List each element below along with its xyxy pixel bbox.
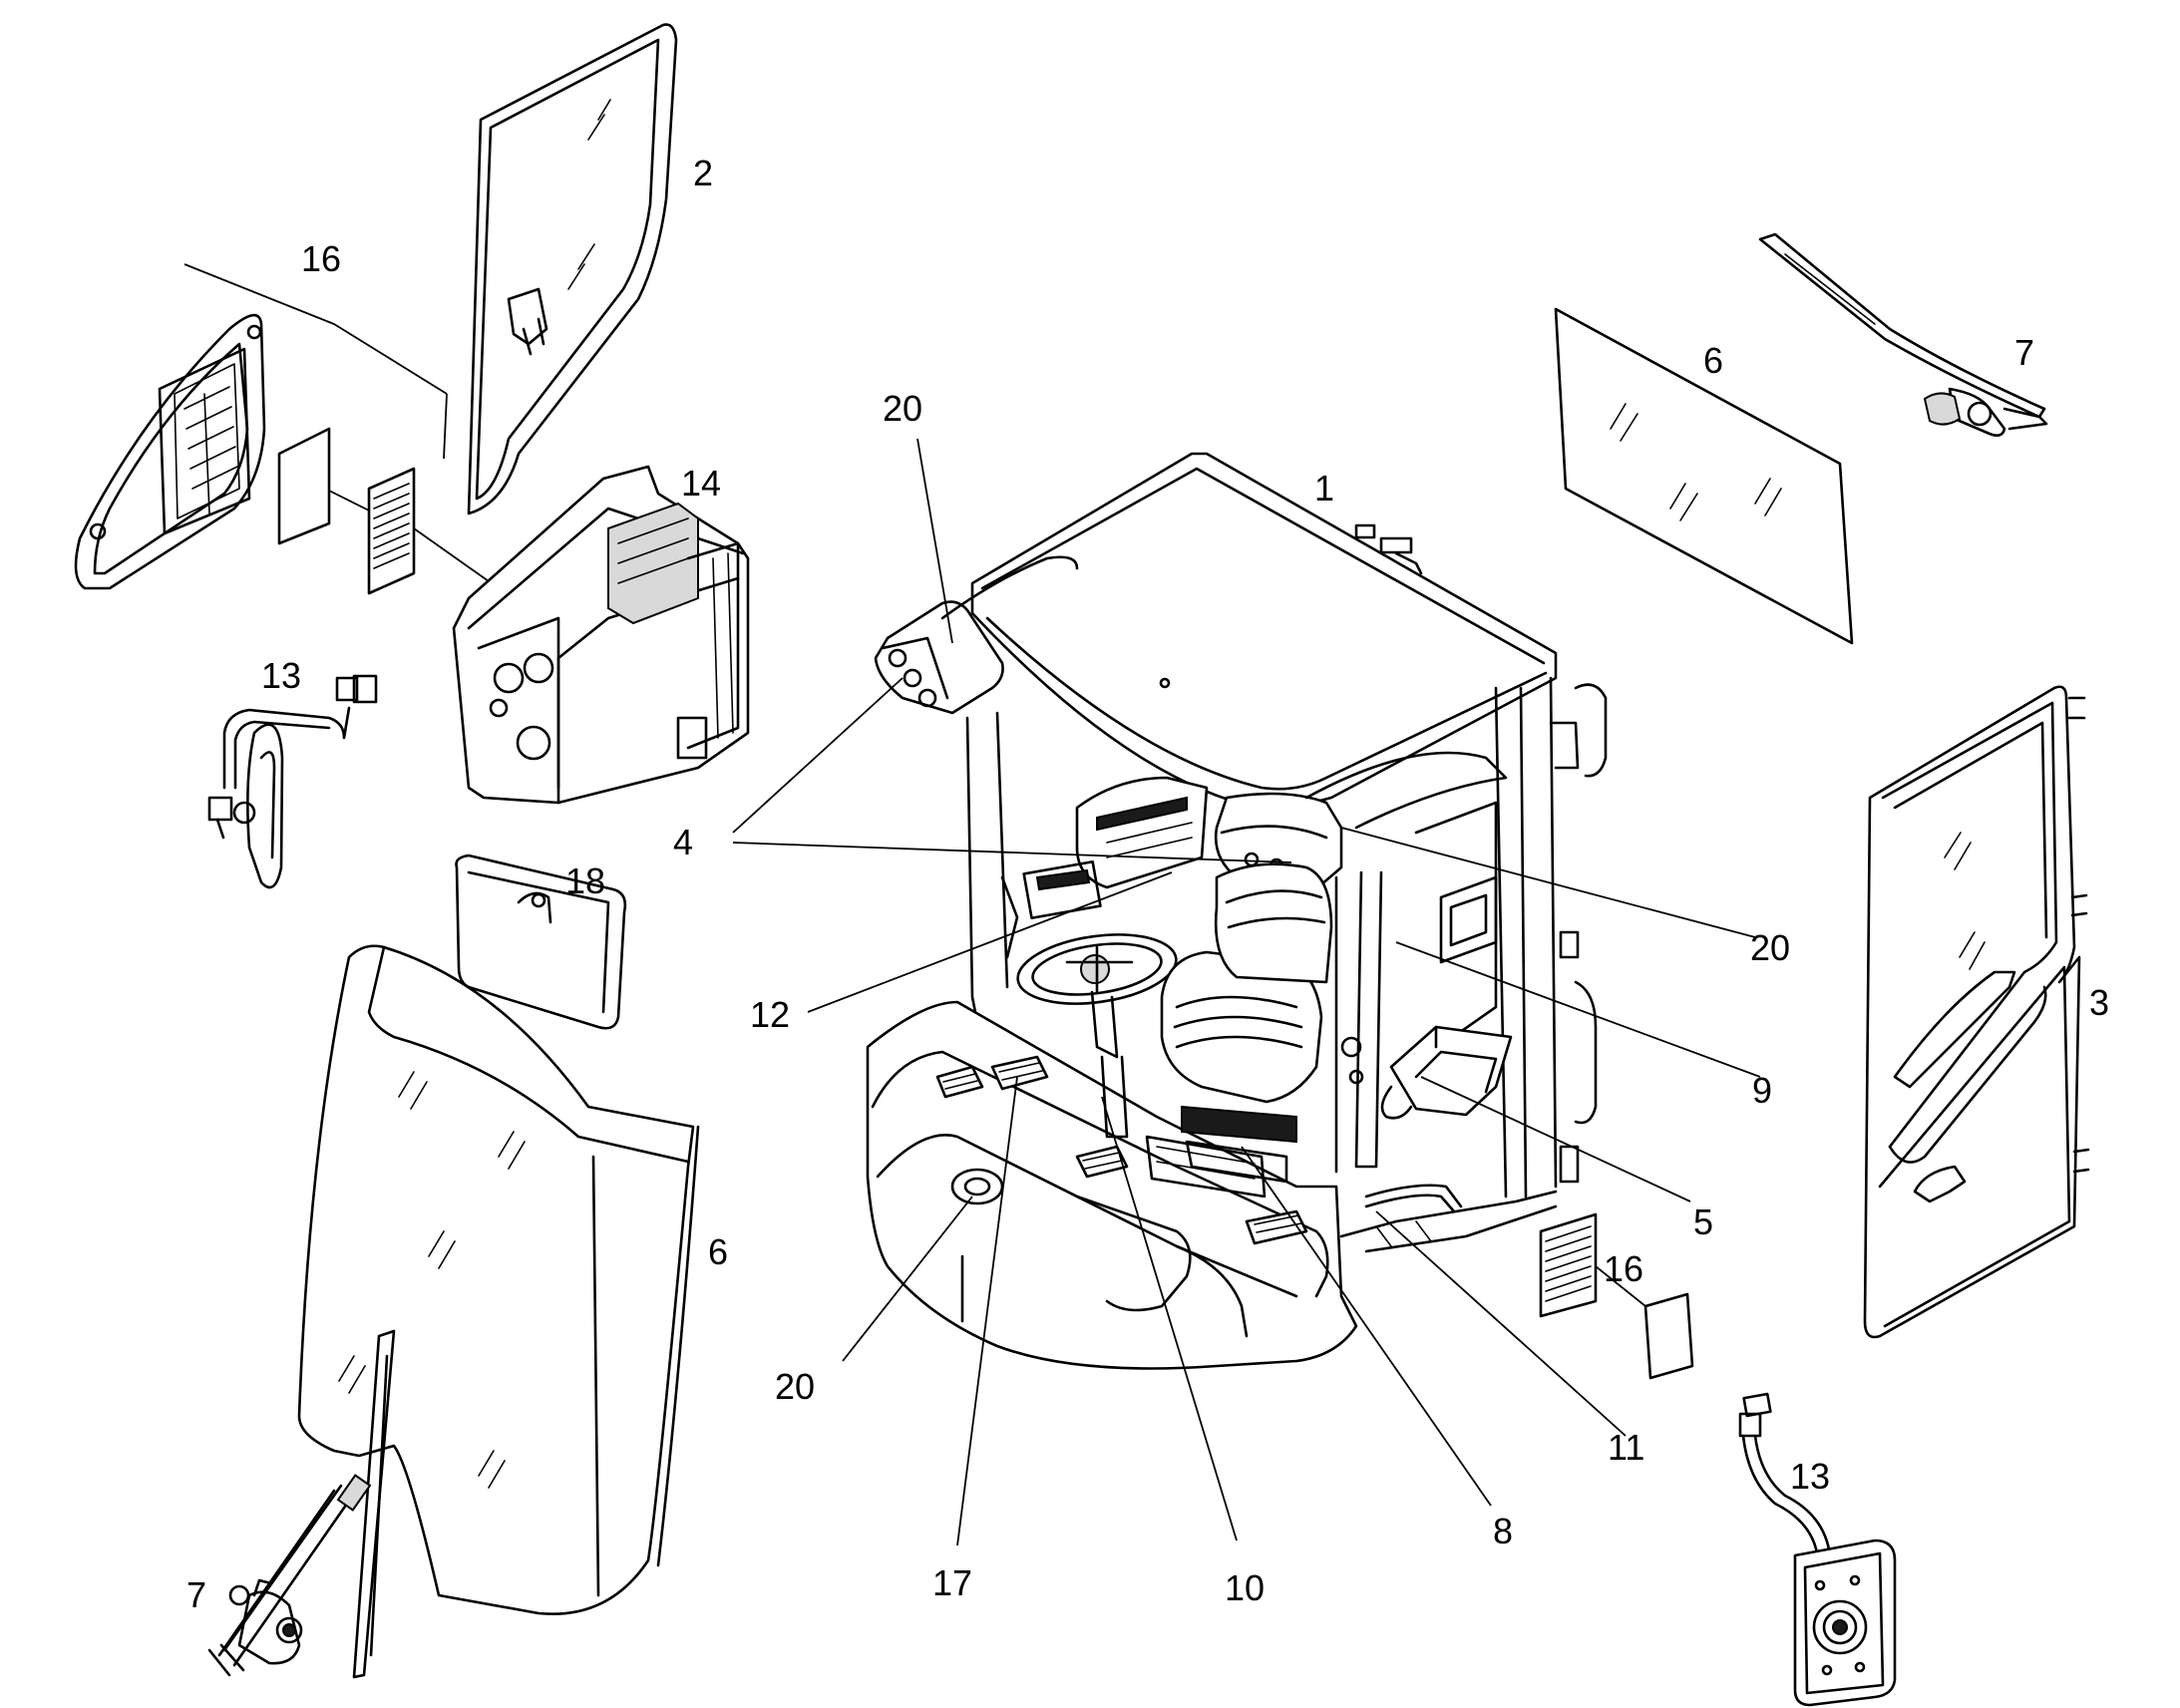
callout-7: 7 [2014,332,2034,373]
callout-13: 13 [261,655,301,696]
callout-20: 20 [775,1366,815,1407]
part-2-side-window [467,23,678,515]
part-16-side-panel-assembly [74,263,490,595]
part-11-floor-hose [1364,1184,1463,1213]
callout-20: 20 [1750,927,1790,968]
callout-17: 17 [932,1562,972,1603]
callout-14: 14 [681,463,721,504]
dashboard-console [1000,776,1209,959]
part-3-right-door [1863,685,2090,1339]
callout-12: 12 [750,994,790,1035]
callout-20: 20 [883,388,922,429]
part-12-steering-wheel [1016,933,1178,1139]
part-8-controller-box [1145,1135,1267,1198]
part-13-mirror-right [1738,1392,1897,1707]
callout-13: 13 [1790,1456,1830,1497]
callout-16: 16 [301,238,341,279]
callout-8: 8 [1493,1511,1513,1551]
callout-10: 10 [1225,1567,1265,1608]
leader-lines [732,438,1761,1546]
part-13-mirror-left [207,674,378,889]
callout-9: 9 [1752,1070,1772,1111]
callout-4: 4 [673,822,693,862]
part-5-storage-tray [1380,1025,1513,1120]
part-16-filter-right [1539,1212,1694,1380]
callout-3: 3 [2089,982,2109,1023]
callout-16: 16 [1604,1248,1643,1289]
part-7-front-wiper [207,1329,396,1679]
part-6-front-windshield [297,944,700,1616]
callout-5: 5 [1693,1201,1713,1242]
callout-7: 7 [186,1574,206,1615]
part-9-seat [1160,862,1364,1184]
part-1-cab-frame [866,452,1608,1370]
callout-labels: 2 16 14 13 18 6 7 20 4 12 20 17 10 1 6 7… [186,153,2109,1615]
part-17-floor-vents [935,1055,1308,1245]
callout-1: 1 [1314,468,1334,509]
part-18-sun-visor [455,854,627,1030]
callout-2: 2 [693,153,713,193]
part-7-rear-wiper [1758,232,2048,437]
callout-6: 6 [1703,340,1723,381]
callout-11: 11 [1608,1427,1644,1468]
part-6-rear-window [1554,307,1854,645]
part-20-front-button [950,1168,1004,1205]
callout-6: 6 [708,1231,728,1272]
part-14-hvac-unit [452,465,750,805]
callout-18: 18 [565,860,605,901]
